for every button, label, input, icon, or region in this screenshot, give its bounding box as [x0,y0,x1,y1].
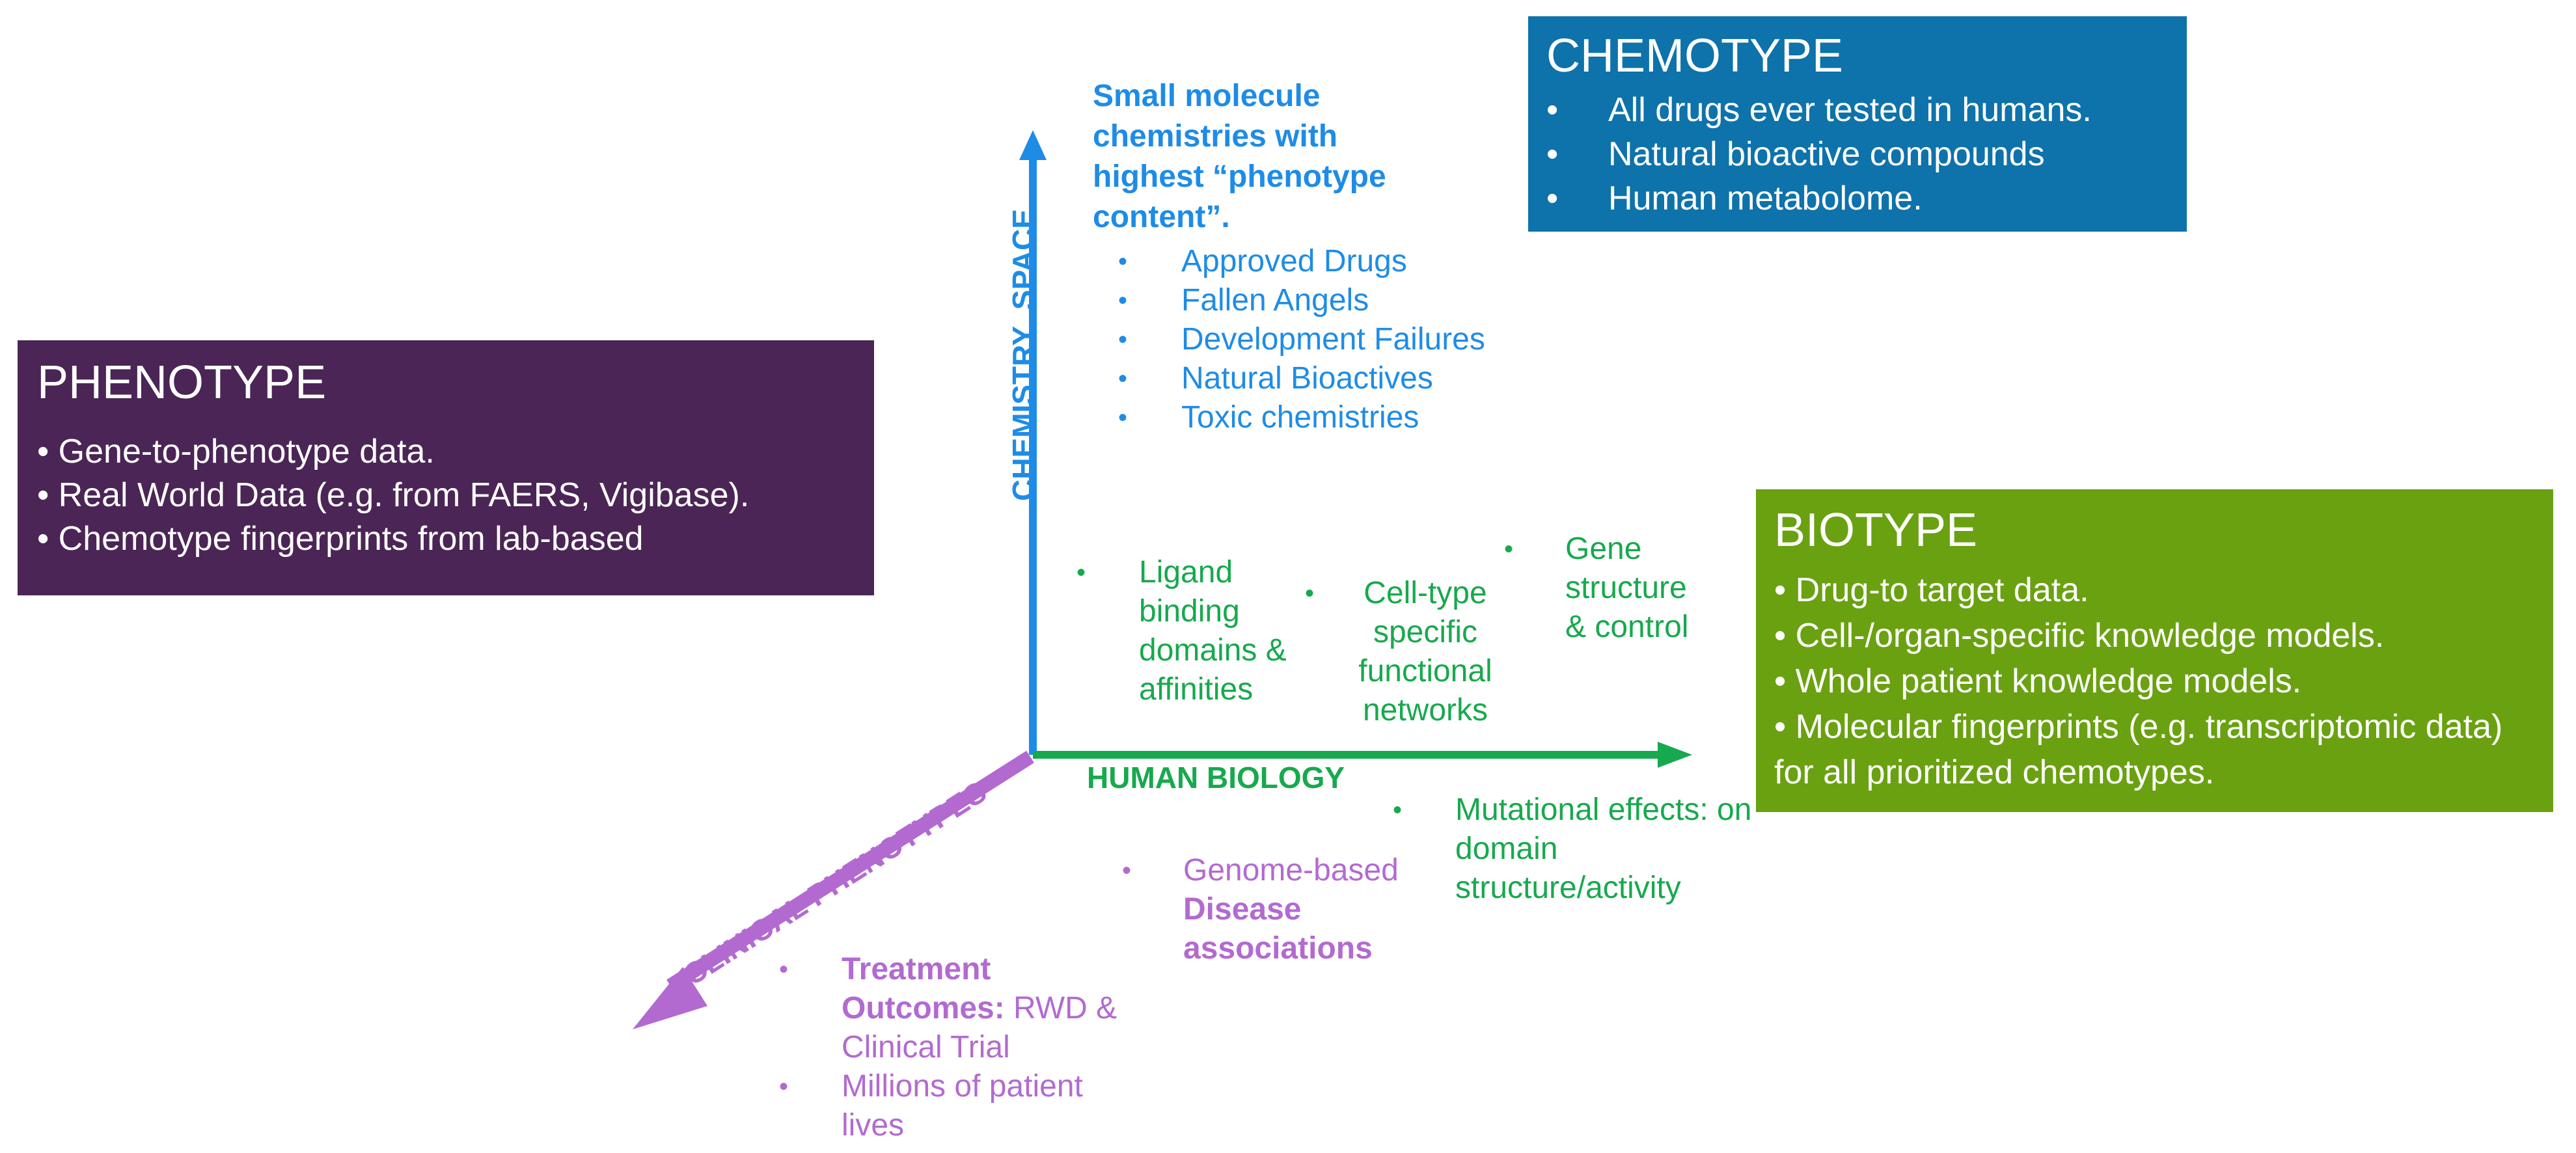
chemistry-item: •Fallen Angels [1118,283,1369,318]
biotype-item: Molecular fingerprints (e.g. transcripto… [1774,704,2535,795]
millions-label: Millions of patient lives [842,1069,1083,1143]
chemotype-box: CHEMOTYPE All drugs ever tested in human… [1528,16,2187,232]
chemistry-item-label: Toxic chemistries [1181,400,1419,435]
treatment-detail-label: RWD & Clinical Trial [842,991,1117,1065]
human-biology-axis [1033,742,1692,768]
chemistry-item: •Toxic chemistries [1118,400,1419,435]
biotype-list: Drug-to target data. Cell-/organ-specifi… [1774,567,2535,795]
phenotype-item: Real World Data (e.g. from FAERS, Vigiba… [37,474,855,517]
chemotype-title: CHEMOTYPE [1546,30,1844,82]
mutational-item: • Mutational effects: on domain structur… [1393,793,1752,905]
phenotype-box: PHENOTYPE Gene-to-phenotype data. Real W… [18,340,874,595]
disease-associations-label: Disease associations [1183,892,1373,966]
millions-item: • Millions of patient lives [779,1069,1083,1143]
biotype-box: BIOTYPE Drug-to target data. Cell-/organ… [1756,489,2553,812]
phenotype-item: Chemotype fingerprints from lab-based [37,517,855,561]
treatment-outcomes-label: Treatment Outcomes: [842,952,1005,1025]
phenotype-list: Gene-to-phenotype data. Real World Data … [37,430,855,561]
chemistry-item-label: Natural Bioactives [1181,361,1433,396]
celltype-label: Cell-type specific functional networks [1358,576,1492,727]
ligand-label: Ligand binding domains & affinities [1139,555,1287,707]
biotype-item: Cell-/organ-specific knowledge models. [1774,613,2535,658]
chemistry-item: •Approved Drugs [1118,244,1407,278]
chemistry-item-label: Approved Drugs [1181,244,1407,278]
mutational-label: Mutational effects: on domain structure/… [1455,793,1752,905]
chemistry-item: •Development Failures [1118,322,1485,357]
ligand-item: • Ligand binding domains & affinities [1076,555,1287,707]
gene-label: Gene structure & control [1565,532,1689,644]
chemotype-list: All drugs ever tested in humans. Natural… [1546,88,2169,221]
chemistry-axis-label: CHEMISTRY SPACE [1006,209,1040,501]
biotype-title: BIOTYPE [1774,504,1978,556]
chemistry-item-label: Development Failures [1181,322,1485,357]
gene-item: • Gene structure & control [1504,532,1689,644]
phenotype-title: PHENOTYPE [37,357,327,409]
chemistry-space-heading: Small molecule chemistries with highest … [1093,79,1386,234]
chemotype-item: All drugs ever tested in humans. [1546,88,2169,132]
phenotype-item: Gene-to-phenotype data. [37,430,855,474]
biotype-item: Drug-to target data. [1774,567,2535,613]
chemistry-item-label: Fallen Angels [1181,283,1369,318]
chemistry-item: •Natural Bioactives [1118,361,1433,396]
biotype-item: Whole patient knowledge models. [1774,658,2535,704]
clinical-phenotypes-axis [633,750,1034,1029]
chemistry-space-list: •Approved Drugs •Fallen Angels •Developm… [1118,242,1485,437]
genome-label: Genome-based [1183,853,1399,888]
genome-disease-item: • Genome-based Disease associations [1122,853,1399,966]
treatment-outcomes-item: • Treatment Outcomes: RWD & Clinical Tri… [779,952,1117,1065]
chemistry-space-axis [1019,130,1047,755]
chemotype-item: Human metabolome. [1546,176,2169,221]
chemotype-item: Natural bioactive compounds [1546,132,2169,176]
celltype-item: • Cell-type specific functional networks [1305,576,1492,727]
biology-axis-label: HUMAN BIOLOGY [1087,761,1345,794]
